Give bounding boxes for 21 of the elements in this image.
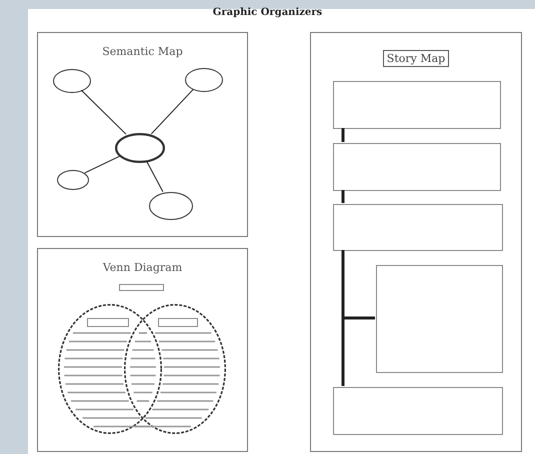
organizer-panel — [37, 32, 248, 237]
title: Graphic Organizers — [212, 8, 324, 18]
connector-line — [342, 128, 344, 142]
empty-box — [119, 284, 164, 291]
empty-box — [158, 318, 198, 327]
connector-line — [146, 160, 164, 192]
empty-box — [333, 204, 503, 251]
connector-line — [150, 88, 194, 134]
empty-box — [333, 143, 501, 191]
connector-line — [80, 90, 126, 135]
empty-box — [376, 265, 503, 373]
empty-box — [87, 318, 129, 327]
organizer-panel — [310, 32, 522, 452]
panel-heading: Semantic Map — [102, 45, 183, 58]
connector-line — [342, 190, 344, 203]
connector-line — [84, 156, 120, 174]
empty-box — [333, 387, 503, 435]
panel-heading: Venn Diagram — [102, 261, 182, 274]
heading-label: Story Map — [382, 50, 450, 67]
organizer-panel — [37, 248, 248, 452]
empty-box — [333, 81, 501, 129]
